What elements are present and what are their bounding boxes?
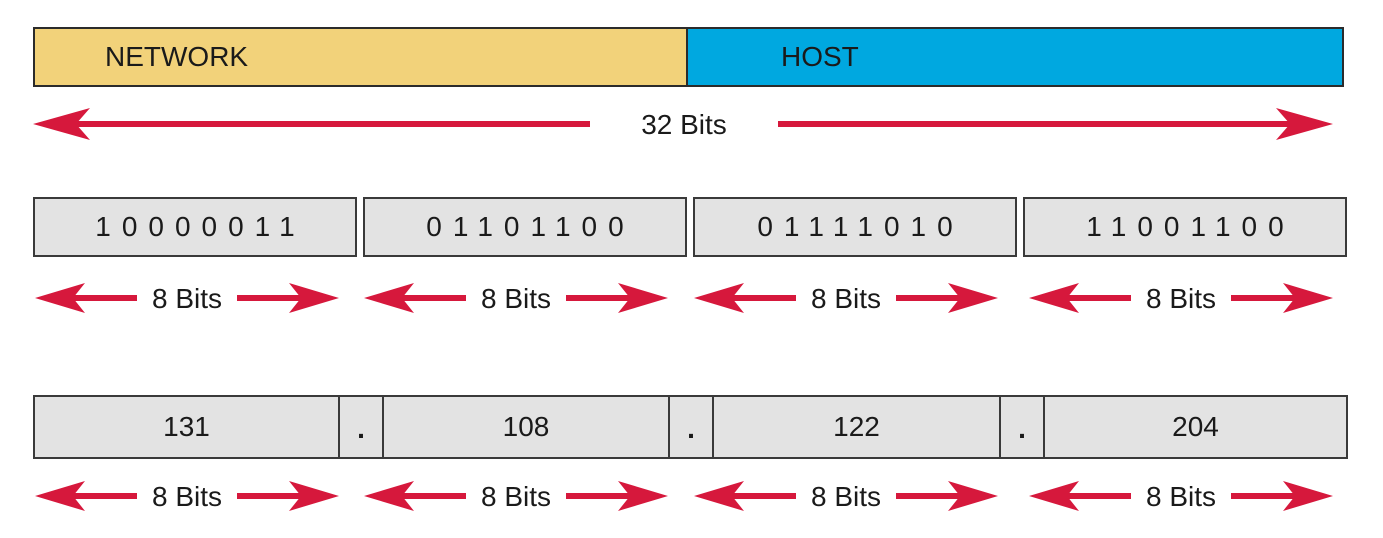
- binary-octet-box: 01101100: [363, 197, 687, 257]
- arrowhead-right-icon: [1283, 481, 1333, 511]
- decimal-octet-box: 131: [35, 397, 340, 457]
- decimal-row: 131 . 108 . 122 . 204: [33, 395, 1348, 459]
- octet-span-arrow: 8 Bits: [364, 283, 668, 314]
- octet-span-arrow: 8 Bits: [364, 481, 668, 512]
- arrowhead-left-icon: [35, 283, 85, 313]
- octet-span-label: 8 Bits: [152, 283, 222, 314]
- arrowhead-right-icon: [289, 283, 339, 313]
- octet-span-label: 8 Bits: [811, 481, 881, 512]
- span-label-32-bits: 32 Bits: [641, 109, 727, 140]
- arrowhead-left-icon: [1029, 283, 1079, 313]
- arrowhead-right-icon: [618, 283, 668, 313]
- binary-octet-box: 10000011: [33, 197, 357, 257]
- arrowhead-left-icon: [694, 283, 744, 313]
- octet-span-label: 8 Bits: [811, 283, 881, 314]
- decimal-octet-box: 204: [1045, 397, 1346, 457]
- arrowhead-right-icon: [948, 481, 998, 511]
- arrowhead-right-icon: [289, 481, 339, 511]
- arrowhead-left-icon: [364, 283, 414, 313]
- octet-span-label: 8 Bits: [481, 481, 551, 512]
- dot-separator: .: [340, 397, 384, 457]
- decimal-octet-box: 108: [384, 397, 670, 457]
- decimal-octet-box: 122: [714, 397, 1001, 457]
- octet-span-label: 8 Bits: [1146, 283, 1216, 314]
- network-label: NETWORK: [105, 41, 249, 72]
- arrowhead-right-icon: [1276, 108, 1333, 140]
- binary-octet-value: 01101100: [426, 211, 635, 242]
- octet-span-label: 8 Bits: [152, 481, 222, 512]
- span-arrow-32-bits: 32 Bits: [33, 108, 1333, 140]
- arrowhead-left-icon: [1029, 481, 1079, 511]
- octet-span-label: 8 Bits: [481, 283, 551, 314]
- arrowhead-left-icon: [694, 481, 744, 511]
- octet-span-arrow: 8 Bits: [1029, 481, 1333, 512]
- arrowhead-left-icon: [35, 481, 85, 511]
- octet-span-arrow: 8 Bits: [35, 283, 339, 314]
- binary-octet-box: 01111010: [693, 197, 1017, 257]
- octet-span-arrow: 8 Bits: [694, 481, 998, 512]
- arrowhead-right-icon: [618, 481, 668, 511]
- octet-span-arrow: 8 Bits: [694, 283, 998, 314]
- network-segment: [35, 29, 688, 85]
- binary-octet-value: 10000011: [95, 211, 306, 242]
- arrowhead-right-icon: [948, 283, 998, 313]
- decimal-octet-value: 204: [1172, 411, 1219, 442]
- decimal-octet-value: 108: [502, 411, 550, 442]
- binary-octet-box: 11001100: [1023, 197, 1347, 257]
- decimal-octet-value: 131: [163, 411, 210, 442]
- binary-octet-value: 01111010: [757, 211, 964, 242]
- host-label: HOST: [781, 41, 859, 72]
- binary-octet-value: 11001100: [1086, 211, 1295, 242]
- decimal-octet-value: 122: [833, 411, 880, 442]
- octet-span-label: 8 Bits: [1146, 481, 1216, 512]
- octet-span-arrow: 8 Bits: [1029, 283, 1333, 314]
- arrowhead-right-icon: [1283, 283, 1333, 313]
- dot-separator: .: [670, 397, 714, 457]
- octet-span-arrow: 8 Bits: [35, 481, 339, 512]
- arrowhead-left-icon: [364, 481, 414, 511]
- network-host-bar: NETWORK HOST: [33, 27, 1344, 87]
- dot-separator: .: [1001, 397, 1045, 457]
- arrowhead-left-icon: [33, 108, 90, 140]
